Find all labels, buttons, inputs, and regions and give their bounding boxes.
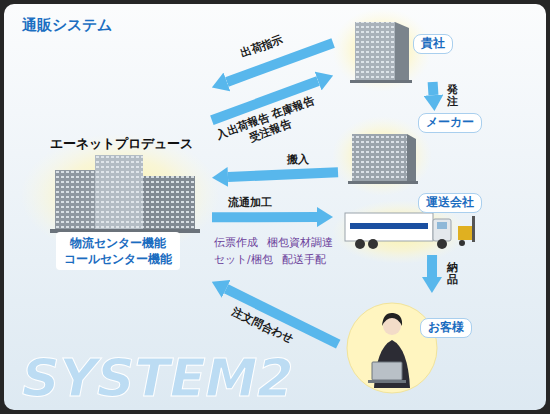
logistics-building (95, 155, 143, 232)
node-tag: お客様 (420, 318, 472, 338)
maker-building (352, 134, 407, 182)
delivery-truck (345, 213, 433, 241)
function-label: 物流センター機能 コールセンター機能 (56, 232, 180, 270)
delivery-truck (437, 239, 447, 249)
logistics-building (55, 170, 100, 230)
flow-label: 注文問合わせ (229, 305, 295, 347)
flow-arrow (212, 212, 317, 222)
client-building (350, 80, 412, 83)
site-node: 貴社 (335, 15, 460, 80)
flow-label: 出荷指示 (239, 33, 285, 61)
site-node: エーネットプロデュース物流センター機能 コールセンター機能 (20, 82, 210, 287)
flow-label: 流通加工 (228, 196, 272, 210)
delivery-truck (368, 239, 378, 249)
frame (4, 4, 546, 410)
process-note: セット/梱包 配送手配 (214, 253, 326, 267)
logistics-building (55, 170, 100, 230)
delivery-truck (345, 213, 475, 249)
maker-building (352, 134, 407, 182)
client-building (355, 22, 395, 82)
customer-figure (368, 380, 406, 383)
client-building (395, 22, 409, 82)
process-note: 伝票作成 梱包資材調達 (214, 236, 333, 250)
site-node: お客様 (340, 295, 475, 395)
company-name: エーネットプロデュース (50, 135, 193, 153)
flow-label: 発注 (447, 84, 458, 108)
maker-building (407, 134, 416, 182)
flow-label: 納品 (447, 262, 458, 286)
delivery-truck (350, 223, 428, 229)
flow-arrow (427, 255, 437, 277)
delivery-truck (458, 226, 472, 240)
glow (20, 8, 468, 264)
customer-figure (372, 362, 402, 380)
maker-building (348, 134, 418, 184)
logistics-building (143, 176, 195, 232)
client-building (355, 22, 395, 82)
maker-building (348, 181, 418, 184)
customer-figure (347, 303, 437, 393)
delivery-truck (472, 216, 475, 242)
site-node: メーカー (340, 113, 484, 188)
logistics-building (95, 155, 143, 232)
node-tag: 運送会社 (418, 193, 482, 213)
node-tag: 貴社 (413, 34, 453, 54)
delivery-truck (355, 239, 365, 249)
customer-figure (382, 313, 402, 326)
glow (332, 116, 432, 196)
delivery-truck (459, 240, 465, 246)
logistics-building (143, 176, 195, 232)
flow-label: 搬入 (287, 153, 309, 167)
flow-arrow (428, 82, 439, 95)
delivery-truck (433, 219, 451, 241)
client-building (350, 22, 412, 83)
flow-label: 入出荷報告 在庫報告 受注報告 (210, 92, 325, 157)
flow-arrow (228, 172, 338, 177)
node-tag: メーカー (418, 113, 482, 133)
site-node: 運送会社 (335, 193, 485, 253)
diagram-title: 通販システム (22, 16, 112, 35)
customer-figure (347, 303, 437, 393)
logistics-building (50, 155, 200, 233)
delivery-truck (437, 222, 447, 229)
watermark: SYSTEM2 (22, 352, 293, 404)
